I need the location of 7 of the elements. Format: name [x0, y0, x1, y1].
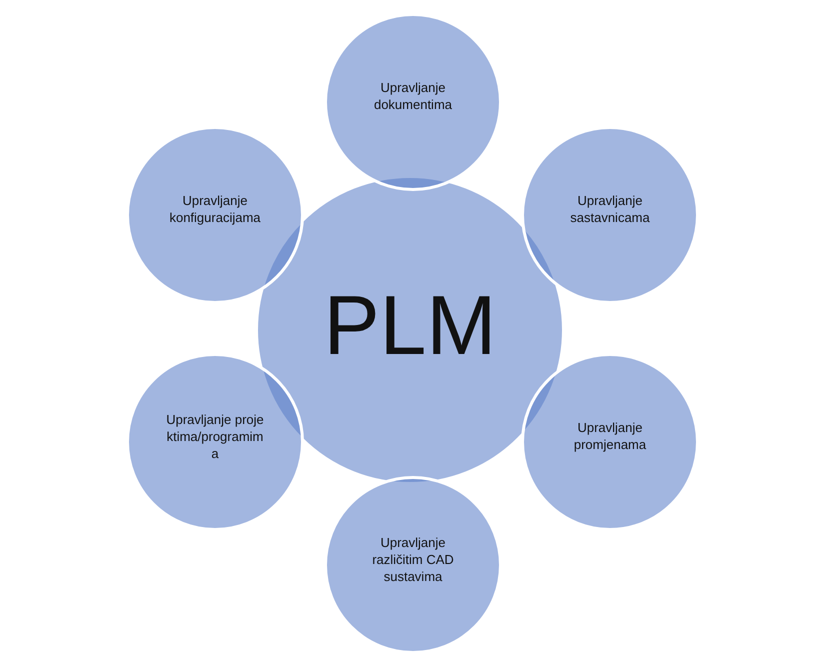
topic-label: Upravljanje promjenama — [572, 419, 648, 453]
topic-label: Upravljanje projektima/programima — [165, 410, 265, 462]
topic-label: Upravljanje različitim CAD sustavima — [371, 534, 455, 584]
topic-label: Upravljanje sastavnicama — [569, 192, 651, 226]
topic-label: Upravljanje dokumentima — [372, 79, 454, 113]
hub-title: PLM — [324, 280, 496, 370]
topic-label: Upravljanje konfiguracijama — [168, 192, 262, 226]
